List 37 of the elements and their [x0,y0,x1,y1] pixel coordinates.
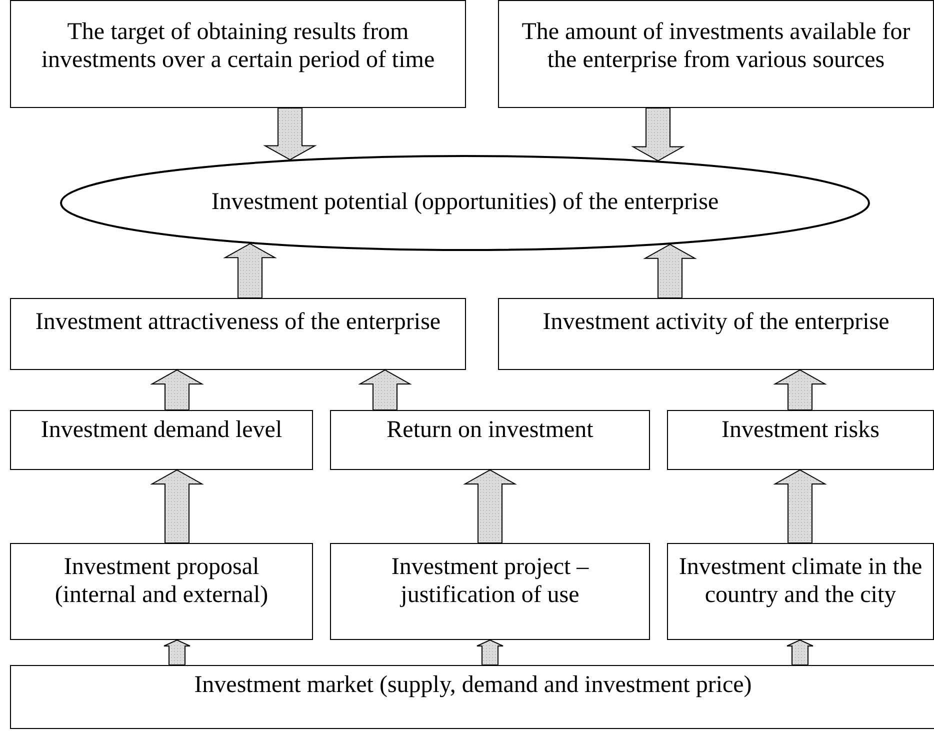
process-box [10,665,934,729]
process-box [498,0,934,108]
process-box [10,410,313,470]
block-arrow [263,108,317,160]
process-box [330,543,650,640]
process-box [667,543,934,640]
block-arrow [643,244,697,298]
block-arrow [463,469,517,544]
node-text: Investment potential (opportunities) of the enterprise [211,189,719,217]
block-arrow [786,639,814,666]
block-arrow [358,369,412,410]
node-text: The amount of investments available for the enterprise from various sources [520,19,912,74]
block-arrow [150,469,204,544]
node-text: Investment proposal (internal and external) [54,554,270,610]
node-text: Investment project – justification of use [390,554,590,610]
process-box [330,410,650,470]
node-text: Investment attractiveness of the enterprise [35,309,441,337]
process-box [10,298,466,370]
node-text: Investment demand level [40,417,282,445]
process-box [498,298,934,370]
block-arrow [150,369,204,410]
process-box [10,543,313,640]
block-arrow [164,639,190,666]
block-arrow [631,108,685,162]
node-text: Investment market (supply, demand and investment price) [194,672,752,700]
ellipse-node [60,155,870,251]
node-text: Investment activity of the enterprise [542,309,890,337]
node-text: Investment climate in the country and the city [678,554,924,610]
node-text: Investment risks [722,417,880,445]
process-box [667,410,934,470]
node-text: Return on investment [386,417,594,445]
process-box [10,0,466,108]
block-arrow [773,369,827,410]
node-text: The target of obtaining results from investments over a certain period of time [40,19,436,74]
block-arrow [773,469,827,544]
block-arrow [476,639,504,666]
block-arrow [223,243,277,298]
